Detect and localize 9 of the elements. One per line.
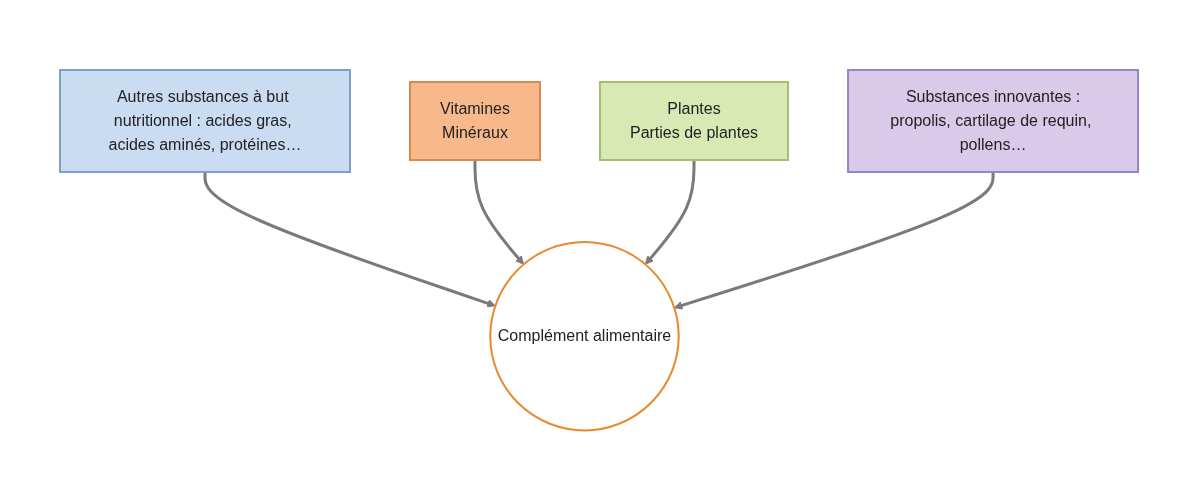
arrow <box>473 159 524 265</box>
node-box: Plantes Parties de plantes <box>598 80 789 161</box>
node-box: Vitamines Minéraux <box>408 80 541 161</box>
node-box: Autres substances à but nutritionnel : acides gras, acides aminés, protéines… <box>58 68 351 173</box>
arrow <box>673 171 995 310</box>
node-circle: Complément alimentaire <box>489 240 680 432</box>
node-box: Substances innovantes : propolis, cartilage de requin, pollens… <box>847 68 1139 173</box>
arrow <box>203 171 496 308</box>
arrow <box>644 159 696 265</box>
